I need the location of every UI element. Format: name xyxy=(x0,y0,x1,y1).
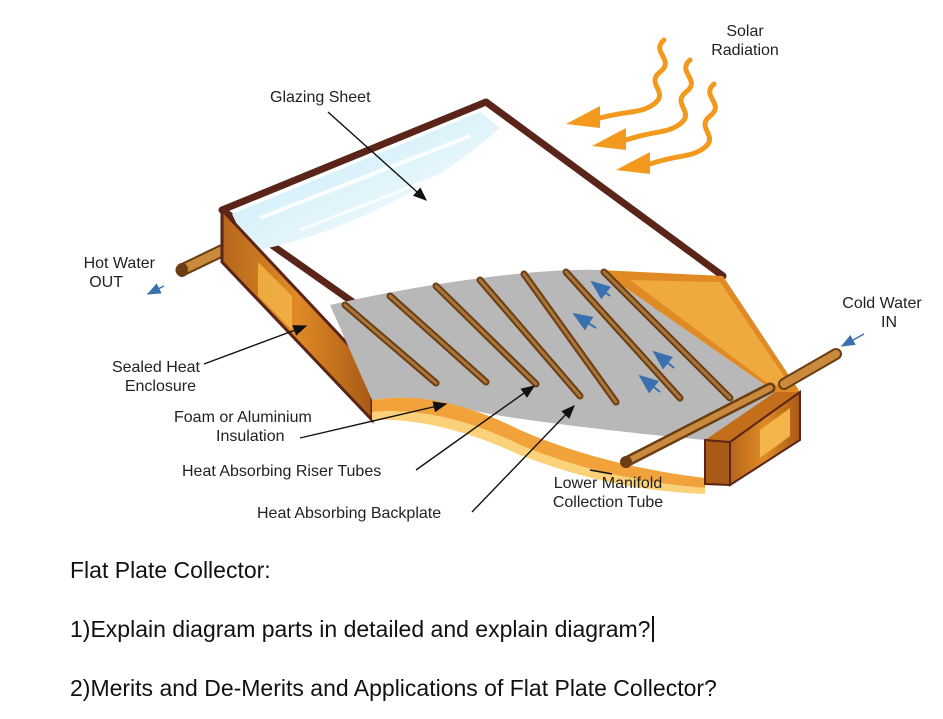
solar-radiation-label-line-1: Solar xyxy=(726,23,764,40)
flat-plate-collector-diagram xyxy=(146,37,865,513)
question-2-text: 2)Merits and De-Merits and Applications … xyxy=(70,675,717,701)
solar-radiation-label-line-2: Radiation xyxy=(711,42,779,59)
riser-tubes-label: Heat Absorbing Riser Tubes xyxy=(182,463,382,480)
sealed-heat-enclosure-label-line-2: Enclosure xyxy=(124,378,196,395)
glazing-sheet-label: Glazing Sheet xyxy=(270,89,371,106)
text-cursor xyxy=(652,616,655,642)
cold-water-in-label-line-1: Cold Water xyxy=(842,295,922,312)
riser-tubes xyxy=(341,268,734,406)
sealed-heat-enclosure-label: Sealed Heat Enclosure xyxy=(90,358,200,396)
water-flow-arrows xyxy=(572,280,675,394)
enclosure-right-side xyxy=(600,270,800,392)
cold-water-in-label: Cold Water IN xyxy=(832,294,932,332)
lower-manifold-label-line-1: Lower Manifold xyxy=(553,475,663,492)
leader-lines xyxy=(146,111,865,513)
insulation-label-line-1: Foam or Aluminium xyxy=(174,409,312,426)
cold-water-inlet-pipe xyxy=(778,348,842,390)
insulation-label: Foam or Aluminium Insulation xyxy=(174,408,312,446)
lower-manifold-pipe xyxy=(620,382,776,468)
enclosure-front-box xyxy=(704,390,801,487)
hot-water-out-label-line-2: OUT xyxy=(89,274,123,291)
cold-water-in-label-line-2: IN xyxy=(881,314,897,331)
question-1-line[interactable]: 1)Explain diagram parts in detailed and … xyxy=(70,616,655,643)
backplate-label: Heat Absorbing Backplate xyxy=(257,505,442,522)
hot-water-out-label: Hot Water OUT xyxy=(40,254,155,292)
solar-radiation-arrowheads xyxy=(566,106,650,174)
solar-radiation-label: Solar Radiation xyxy=(700,22,790,60)
lower-manifold-label-line-2: Collection Tube xyxy=(552,494,664,511)
solar-radiation-arrows xyxy=(597,37,718,167)
question-1-text: 1)Explain diagram parts in detailed and … xyxy=(70,616,651,642)
insulation-label-line-2: Insulation xyxy=(216,428,285,445)
document-heading: Flat Plate Collector: xyxy=(70,557,271,583)
lower-manifold-label: Lower Manifold Collection Tube xyxy=(538,474,678,512)
hot-water-out-label-line-1: Hot Water xyxy=(83,255,155,272)
sealed-heat-enclosure-label-line-1: Sealed Heat xyxy=(111,359,200,376)
